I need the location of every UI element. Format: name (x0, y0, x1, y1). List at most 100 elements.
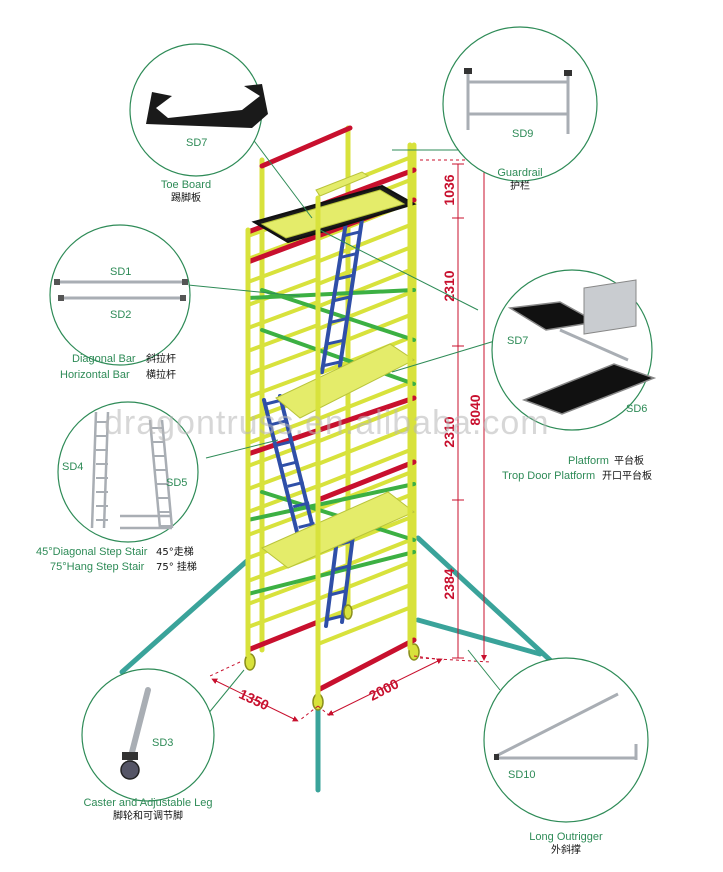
stair-step (298, 521, 315, 529)
detail-circle-bars (49, 224, 191, 366)
label-caster-zh: 脚轮和可调节脚 (113, 809, 183, 822)
stair-step (271, 419, 288, 427)
stair-step (325, 338, 344, 346)
outrigger-icon (494, 692, 638, 760)
guardrail-icon (464, 68, 572, 134)
label-outrigger-en: Long Outrigger (529, 831, 603, 843)
frame-rung (247, 415, 319, 445)
label-horizontal-bar-zh: 横拉杆 (146, 368, 176, 381)
frame-rung (317, 424, 415, 466)
platforms-icon (507, 279, 657, 415)
base-rail-left (245, 619, 321, 653)
dimension-lines (209, 159, 491, 722)
rail-level-2b (315, 459, 417, 503)
label-diagonal-stair-en: 45°Diagonal Step Stair (36, 546, 148, 558)
dim-2000: 2000 (366, 675, 401, 703)
dim-line-length (327, 658, 443, 716)
label-horizontal-bar-en: Horizontal Bar (60, 369, 130, 381)
label-hang-stair-en: 75°Hang Step Stair (50, 561, 145, 573)
frame-rung (317, 244, 415, 286)
platforms (251, 171, 417, 569)
mid-platform (275, 343, 415, 419)
code-sd7-toe: SD7 (186, 137, 207, 149)
stair-step (343, 230, 361, 238)
frame-rung (317, 581, 415, 624)
detail-circle-outrigger (483, 657, 649, 823)
label-trop-door-en: Trop Door Platform (502, 470, 595, 482)
stair-step (292, 501, 310, 509)
frame-rung (317, 379, 415, 421)
label-outrigger-zh: 外斜撑 (551, 843, 581, 856)
stairs-icon (90, 411, 174, 530)
stair-step (281, 460, 299, 468)
frame-rung (247, 346, 319, 376)
stair-step (336, 273, 355, 281)
dimension-labels: 1036 2310 2310 2384 8040 1350 2000 (237, 174, 483, 713)
frame-rung (317, 311, 415, 354)
dim-2310-upper: 2310 (441, 270, 457, 301)
frame-rung (247, 599, 319, 629)
caster-icon (120, 687, 151, 780)
brace-2 (260, 288, 416, 342)
stair-step (325, 614, 343, 622)
brace-3 (260, 328, 416, 386)
frame-rung (247, 507, 319, 537)
label-toe-board-zh: 踢脚板 (171, 191, 201, 204)
label-caster-en: Caster and Adjustable Leg (83, 797, 212, 809)
dim-total-8040: 8040 (467, 394, 483, 425)
stair-mid-rail-a (262, 398, 304, 554)
label-toe-board-en: Toe Board (161, 179, 211, 191)
stair-step (340, 251, 358, 259)
detail-circle-caster (81, 668, 215, 802)
frame-rung (247, 369, 319, 399)
label-diagonal-bar-en: Diagonal Bar (72, 353, 136, 365)
stair-step (329, 589, 346, 597)
code-sd4: SD4 (62, 461, 83, 473)
code-sd2: SD2 (110, 309, 131, 321)
label-diagonal-stair-zh: 45°走梯 (156, 545, 194, 558)
frame-rung (247, 254, 319, 284)
code-sd1: SD1 (110, 266, 131, 278)
frame-rung (247, 277, 319, 307)
watermark: dragontruss.en.alibaba.com (104, 404, 550, 442)
dim-1036: 1036 (441, 174, 457, 205)
label-hang-stair-zh: 75° 挂梯 (156, 560, 197, 573)
top-platform (260, 189, 406, 239)
brace-4 (246, 482, 416, 522)
outrigger-right-foot (415, 617, 543, 657)
bars-icon (54, 279, 188, 301)
scaffold-tower (244, 125, 420, 711)
frame-rung (247, 438, 319, 468)
stair-step (276, 439, 294, 447)
frame-rung (317, 604, 415, 646)
dim-line-width (211, 678, 299, 722)
detail-circle-guardrail (442, 26, 598, 182)
outrigger-left (119, 557, 251, 675)
stair-step (287, 480, 305, 488)
label-trop-door-zh: 开口平台板 (602, 469, 652, 482)
dim-2384: 2384 (441, 568, 457, 599)
label-platform-en: Platform (568, 455, 609, 467)
stairs-icon-rungs (96, 421, 172, 527)
code-sd3: SD3 (152, 737, 173, 749)
brace-1 (246, 288, 416, 300)
low-platform (261, 491, 415, 569)
label-platform-zh: 平台板 (614, 454, 644, 467)
caster-back-right (343, 604, 353, 620)
code-sd9: SD9 (512, 128, 533, 140)
dim-2310-lower: 2310 (441, 416, 457, 447)
stair-steps (265, 208, 365, 622)
stair-step (321, 360, 341, 368)
frame-rung (317, 221, 415, 264)
top-rail-back (259, 125, 353, 169)
dim-1350: 1350 (237, 686, 272, 714)
stair-step (329, 317, 348, 325)
stair-step (332, 295, 351, 303)
top-hatch (315, 171, 370, 197)
frame-rung (247, 576, 319, 606)
base-rail-front (315, 637, 417, 693)
code-sd10: SD10 (508, 769, 536, 781)
label-guardrail-en: Guardrail (497, 167, 542, 179)
stair-step (332, 564, 350, 572)
